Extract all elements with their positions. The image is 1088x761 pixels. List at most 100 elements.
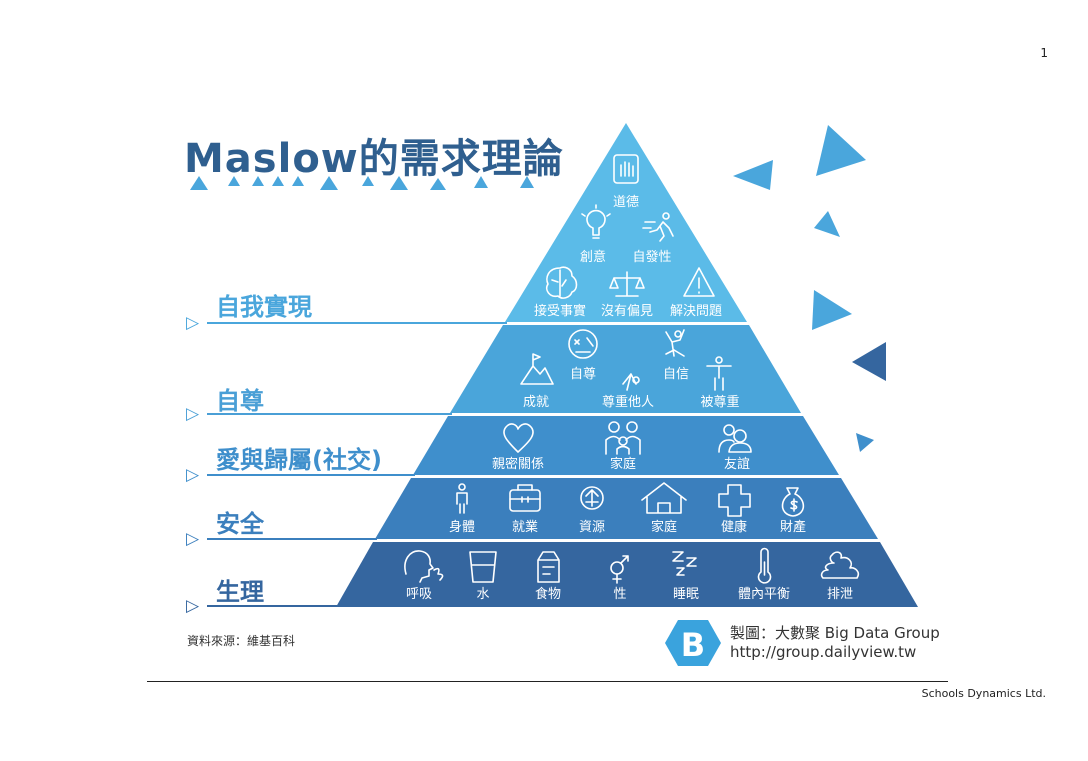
deco-triangle — [852, 342, 886, 381]
level-arrow-icon: ▷ — [186, 529, 200, 549]
house-icon — [641, 482, 687, 514]
item-label: 自信 — [663, 367, 689, 382]
deco-triangle — [228, 176, 240, 186]
scales-icon — [609, 271, 645, 297]
food-bag-icon — [537, 551, 560, 583]
item-label: 道德 — [613, 195, 639, 210]
level-arrow-icon: ▷ — [186, 596, 200, 616]
item-label: 友誼 — [724, 456, 750, 472]
pyramid-level-physiological — [336, 542, 918, 607]
recycle-icon — [580, 486, 604, 510]
level-arrow-icon: ▷ — [186, 313, 200, 333]
jumping-person-icon — [665, 329, 685, 357]
level-label-physiological: 生理 — [216, 578, 264, 606]
item-label: 創意 — [580, 249, 606, 265]
level-leader-line — [207, 322, 507, 324]
deco-triangle — [520, 176, 534, 188]
title-decoration — [190, 176, 534, 190]
glass-icon — [469, 551, 497, 583]
item-label: 家庭 — [610, 456, 636, 472]
item-label: 解決問題 — [670, 304, 722, 319]
item-label: 食物 — [535, 586, 561, 602]
face-icon — [568, 329, 598, 359]
deco-triangle — [320, 176, 338, 190]
deco-triangle — [272, 176, 284, 186]
deco-triangle — [812, 290, 852, 330]
person-icon — [456, 483, 468, 514]
deco-triangle — [430, 178, 446, 190]
item-label: 自發性 — [632, 250, 671, 265]
deco-triangle — [733, 160, 773, 190]
standing-person-icon — [706, 356, 732, 391]
deco-triangle — [816, 125, 866, 176]
source-note: 資料來源：維基百科 — [187, 634, 296, 648]
svg-text:B: B — [681, 626, 705, 664]
level-leader-line — [207, 605, 337, 607]
level-leader-line — [207, 538, 377, 540]
deco-triangle — [292, 176, 304, 186]
item-label: 沒有偏見 — [601, 304, 653, 319]
deco-triangle — [252, 176, 264, 186]
item-label: 尊重他人 — [602, 394, 654, 410]
item-label: 水 — [476, 587, 489, 602]
page-number: 1 — [1040, 46, 1048, 60]
item-label: 財產 — [780, 519, 806, 535]
level-arrow-icon: ▷ — [186, 404, 200, 424]
item-label: 自尊 — [570, 366, 596, 382]
deco-triangle — [474, 176, 488, 188]
pyramid-level-safety — [375, 478, 878, 539]
item-label: 身體 — [449, 519, 475, 535]
breathing-head-icon — [404, 550, 444, 583]
level-label-self-actualization: 自我實現 — [216, 293, 312, 321]
gender-icon — [610, 555, 629, 584]
briefcase-icon — [509, 484, 541, 512]
warning-icon — [683, 267, 715, 297]
heart-icon — [503, 423, 534, 453]
money-bag-icon — [781, 487, 805, 517]
person-bowing-icon — [622, 373, 640, 391]
credit-maker: 製圖：大數聚 Big Data Group — [730, 624, 940, 642]
diagram-title: Maslow的需求理論 — [184, 136, 564, 182]
footer-divider — [147, 681, 948, 682]
credit-url: http://group.dailyview.tw — [730, 643, 917, 661]
item-label: 呼吸 — [406, 587, 432, 602]
lightbulb-icon — [581, 204, 611, 239]
company-name: Schools Dynamics Ltd. — [921, 687, 1046, 700]
item-label: 睡眠 — [673, 587, 699, 602]
big-data-logo-icon: B — [665, 620, 721, 666]
hand-icon — [613, 154, 639, 184]
poop-icon — [820, 551, 860, 579]
item-label: 家庭 — [651, 519, 677, 535]
level-arrow-icon: ▷ — [186, 465, 200, 485]
zzz-icon — [672, 551, 697, 576]
cross-icon — [718, 484, 751, 517]
item-label: 健康 — [721, 519, 747, 535]
level-leader-line — [207, 413, 452, 415]
friends-icon — [718, 424, 752, 453]
item-label: 接受事實 — [534, 303, 586, 319]
mountain-flag-icon — [520, 353, 554, 385]
deco-triangle — [362, 176, 374, 186]
level-label-safety: 安全 — [216, 510, 264, 538]
item-label: 體內平衡 — [738, 587, 790, 602]
item-label: 親密關係 — [492, 456, 544, 472]
deco-triangle — [856, 433, 874, 452]
pyramid-level-self-actualization — [505, 123, 747, 322]
running-person-icon — [642, 212, 674, 242]
level-leader-line — [207, 474, 415, 476]
deco-triangle — [814, 211, 840, 237]
item-label: 成就 — [523, 395, 549, 410]
thermometer-icon — [757, 547, 772, 584]
item-label: 性 — [613, 587, 626, 602]
item-label: 資源 — [579, 520, 605, 535]
item-label: 被尊重 — [700, 394, 739, 410]
item-label: 就業 — [512, 519, 538, 535]
deco-triangle — [390, 176, 408, 190]
item-label: 排泄 — [827, 587, 853, 602]
pyramid-level-love-belonging — [413, 416, 839, 475]
deco-triangle — [190, 176, 208, 190]
brain-icon — [545, 266, 578, 299]
level-label-love-belonging: 愛與歸屬(社交) — [216, 446, 382, 474]
credit-block: 製圖：大數聚 Big Data Group http://group.daily… — [730, 624, 940, 662]
